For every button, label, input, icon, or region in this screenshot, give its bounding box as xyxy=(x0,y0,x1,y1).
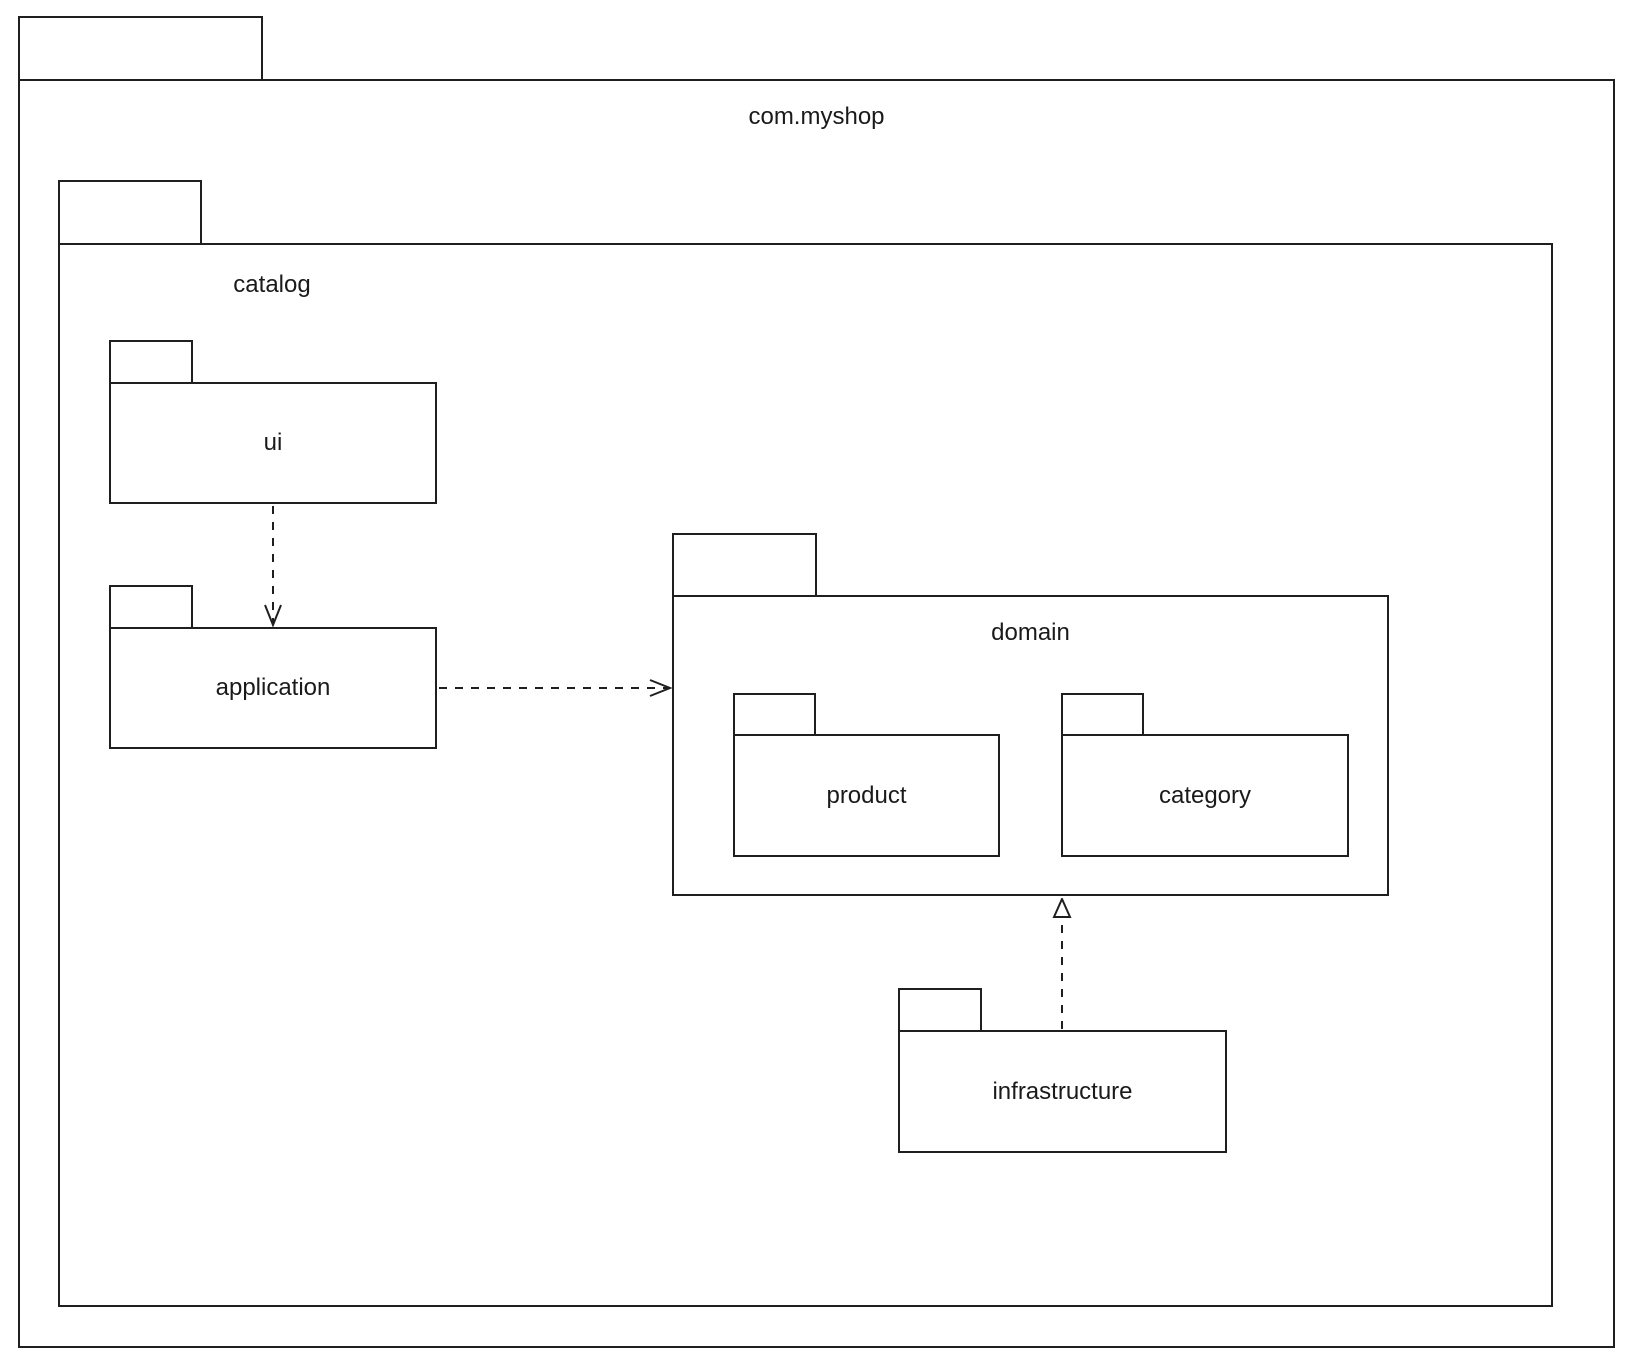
package-infrastructure-tab xyxy=(898,988,982,1032)
package-domain-tab xyxy=(672,533,817,597)
package-application-tab xyxy=(109,585,193,629)
package-ui-tab xyxy=(109,340,193,384)
package-root-label: com.myshop xyxy=(748,103,885,130)
package-catalog-tab xyxy=(58,180,202,245)
package-infrastructure-label: infrastructure xyxy=(992,1077,1133,1105)
package-product-tab xyxy=(733,693,816,736)
package-infrastructure-body: infrastructure xyxy=(898,1030,1227,1153)
package-ui-body: ui xyxy=(109,382,437,504)
package-category-label: category xyxy=(1158,781,1252,809)
package-category-body: category xyxy=(1061,734,1349,857)
package-catalog-label: catalog xyxy=(233,271,311,298)
package-domain-label: domain xyxy=(991,619,1070,646)
package-ui-label: ui xyxy=(263,429,283,456)
package-product-label: product xyxy=(826,781,907,809)
package-product-body: product xyxy=(733,734,1000,857)
package-root-tab xyxy=(18,16,263,81)
package-application-body: application xyxy=(109,627,437,749)
package-application-label: application xyxy=(215,674,331,701)
package-category-tab xyxy=(1061,693,1144,736)
